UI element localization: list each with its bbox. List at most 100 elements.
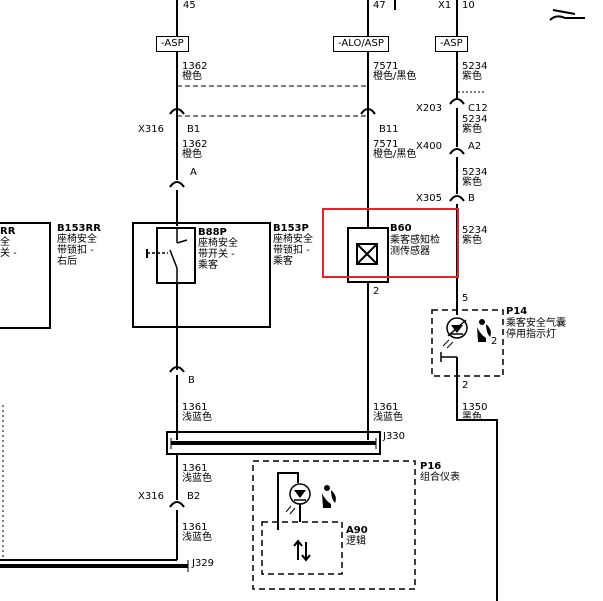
connector-arc-b2 bbox=[169, 501, 185, 508]
sensor-icon bbox=[356, 243, 378, 265]
p16-box bbox=[252, 460, 416, 590]
b60-desc1: 乘客感知检 bbox=[390, 235, 440, 246]
wire-1361-l5-color: 浅蓝色 bbox=[182, 532, 212, 543]
wire-1362b-num: 1362 bbox=[182, 139, 208, 150]
connector-arc-a bbox=[169, 181, 185, 188]
b153p-desc2: 带锁扣 - bbox=[273, 245, 310, 256]
pin-c12: C12 bbox=[468, 103, 488, 114]
pin-a: A bbox=[190, 167, 197, 178]
a90-box bbox=[261, 521, 343, 575]
wire-1361-mid-num: 1361 bbox=[373, 402, 399, 413]
wire-1350-num: 1350 bbox=[462, 402, 488, 413]
p16-airbag-icon bbox=[322, 485, 336, 508]
label-x1: X1 bbox=[438, 0, 452, 11]
connector-arc-b bbox=[449, 195, 465, 202]
p14-pin5: 5 bbox=[462, 293, 469, 304]
wire-7571-color: 橙色/黑色 bbox=[373, 71, 417, 82]
connector-arc-pin-b bbox=[169, 366, 185, 373]
pin-b-lower: B bbox=[188, 375, 195, 386]
wire-5234d-num: 5234 bbox=[462, 225, 488, 236]
wire-5234-color: 紫色 bbox=[462, 71, 482, 82]
wire-1350-color: 黑色 bbox=[462, 412, 482, 423]
connector-arc-x316-b1 bbox=[169, 108, 185, 115]
pin-b11: B11 bbox=[379, 124, 399, 135]
b60-sensor-box bbox=[347, 227, 389, 283]
tag-asp-left: -ASP bbox=[156, 36, 189, 52]
p14-desc1: 乘客安全气囊 bbox=[506, 318, 566, 329]
connector-x400: X400 bbox=[416, 141, 442, 152]
wire-1361-mid-color: 浅蓝色 bbox=[373, 412, 403, 423]
j330-label: J330 bbox=[383, 431, 406, 442]
pin-b1: B1 bbox=[187, 124, 201, 135]
wire-1361-l4-color: 浅蓝色 bbox=[182, 473, 212, 484]
connector-arc-c12 bbox=[449, 98, 465, 105]
wire-1362-num: 1362 bbox=[182, 61, 208, 72]
wire-5234c-num: 5234 bbox=[462, 167, 488, 178]
b88p-desc2: 带开关 - bbox=[198, 249, 235, 260]
switch-icon bbox=[146, 228, 188, 283]
p14-airbag-icon bbox=[477, 319, 491, 342]
connector-x203: X203 bbox=[416, 103, 442, 114]
b88p-desc3: 乘客 bbox=[198, 260, 218, 271]
b153rr-desc2: 带锁扣 - bbox=[57, 245, 94, 256]
wire-1361-l4-num: 1361 bbox=[182, 463, 208, 474]
b153rr-cut-label: RR bbox=[0, 226, 16, 237]
b88p-id: B88P bbox=[198, 227, 227, 238]
wire-top-47: 47 bbox=[373, 0, 386, 11]
wire-5234b-color: 紫色 bbox=[462, 124, 482, 135]
wire-7571-num: 7571 bbox=[373, 61, 399, 72]
connector-arc-b11 bbox=[360, 108, 376, 115]
wire-1361-left-num: 1361 bbox=[182, 402, 208, 413]
b153p-id: B153P bbox=[273, 223, 309, 234]
a90-logic-icon bbox=[293, 539, 311, 562]
wire-7571b-num: 7571 bbox=[373, 139, 399, 150]
wire-1361-left-color: 浅蓝色 bbox=[182, 412, 212, 423]
b153p-desc3: 乘客 bbox=[273, 256, 293, 267]
wire-top-45: 45 bbox=[183, 0, 196, 11]
wire-5234-num: 5234 bbox=[462, 61, 488, 72]
b153p-desc1: 座椅安全 bbox=[273, 234, 313, 245]
b60-desc2: 测传感器 bbox=[390, 246, 430, 257]
b153rr-cut-2: 全 bbox=[0, 237, 10, 248]
wire-right-1350 bbox=[456, 412, 498, 601]
b88p-desc1: 座椅安全 bbox=[198, 238, 238, 249]
wire-1361-l5-num: 1361 bbox=[182, 522, 208, 533]
p14-id: P14 bbox=[506, 306, 528, 317]
p14-pin2-inner: 2 bbox=[491, 336, 498, 347]
b60-id: B60 bbox=[390, 223, 412, 234]
p16-desc1: 组合仪表 bbox=[420, 472, 460, 483]
wire-5234c-color: 紫色 bbox=[462, 177, 482, 188]
connector-x316: X316 bbox=[138, 124, 164, 135]
pin-a2: A2 bbox=[468, 141, 482, 152]
a90-id: A90 bbox=[346, 525, 368, 536]
wire-5234d-color: 紫色 bbox=[462, 235, 482, 246]
wire-top-10: 10 bbox=[462, 0, 475, 11]
p16-id: P16 bbox=[420, 461, 442, 472]
b153rr-box bbox=[0, 222, 51, 329]
connector-arc-a2 bbox=[449, 148, 465, 155]
pin-b: B bbox=[468, 193, 475, 204]
p14-pin2: 2 bbox=[462, 380, 469, 391]
j329-label: J329 bbox=[192, 558, 215, 569]
b60-pin2: 2 bbox=[373, 286, 380, 297]
wire-1362-color: 橙色 bbox=[182, 71, 202, 82]
p14-lamp-icon bbox=[446, 317, 468, 339]
b88p-switch-box bbox=[156, 227, 196, 284]
a90-desc1: 逻辑 bbox=[346, 536, 366, 547]
wire-5234b-num: 5234 bbox=[462, 114, 488, 125]
pin-b2: B2 bbox=[187, 491, 201, 502]
b88p-b153p-box bbox=[132, 222, 271, 328]
b153rr-cut-3: 关 - bbox=[0, 248, 17, 259]
p14-desc2: 停用指示灯 bbox=[506, 329, 556, 340]
j330-splice bbox=[166, 431, 381, 455]
wrench-icon bbox=[549, 9, 585, 21]
b153rr-desc3: 右后 bbox=[57, 256, 77, 267]
tag-asp-right: -ASP bbox=[435, 36, 468, 52]
p14-box bbox=[431, 309, 504, 377]
b153rr-desc1: 座椅安全 bbox=[57, 234, 97, 245]
tag-alo-asp: -ALO/ASP bbox=[333, 36, 389, 52]
wire-7571b-color: 橙色/黑色 bbox=[373, 149, 417, 160]
connector-x316-b: X316 bbox=[138, 491, 164, 502]
wire-1362b-color: 橙色 bbox=[182, 149, 202, 160]
